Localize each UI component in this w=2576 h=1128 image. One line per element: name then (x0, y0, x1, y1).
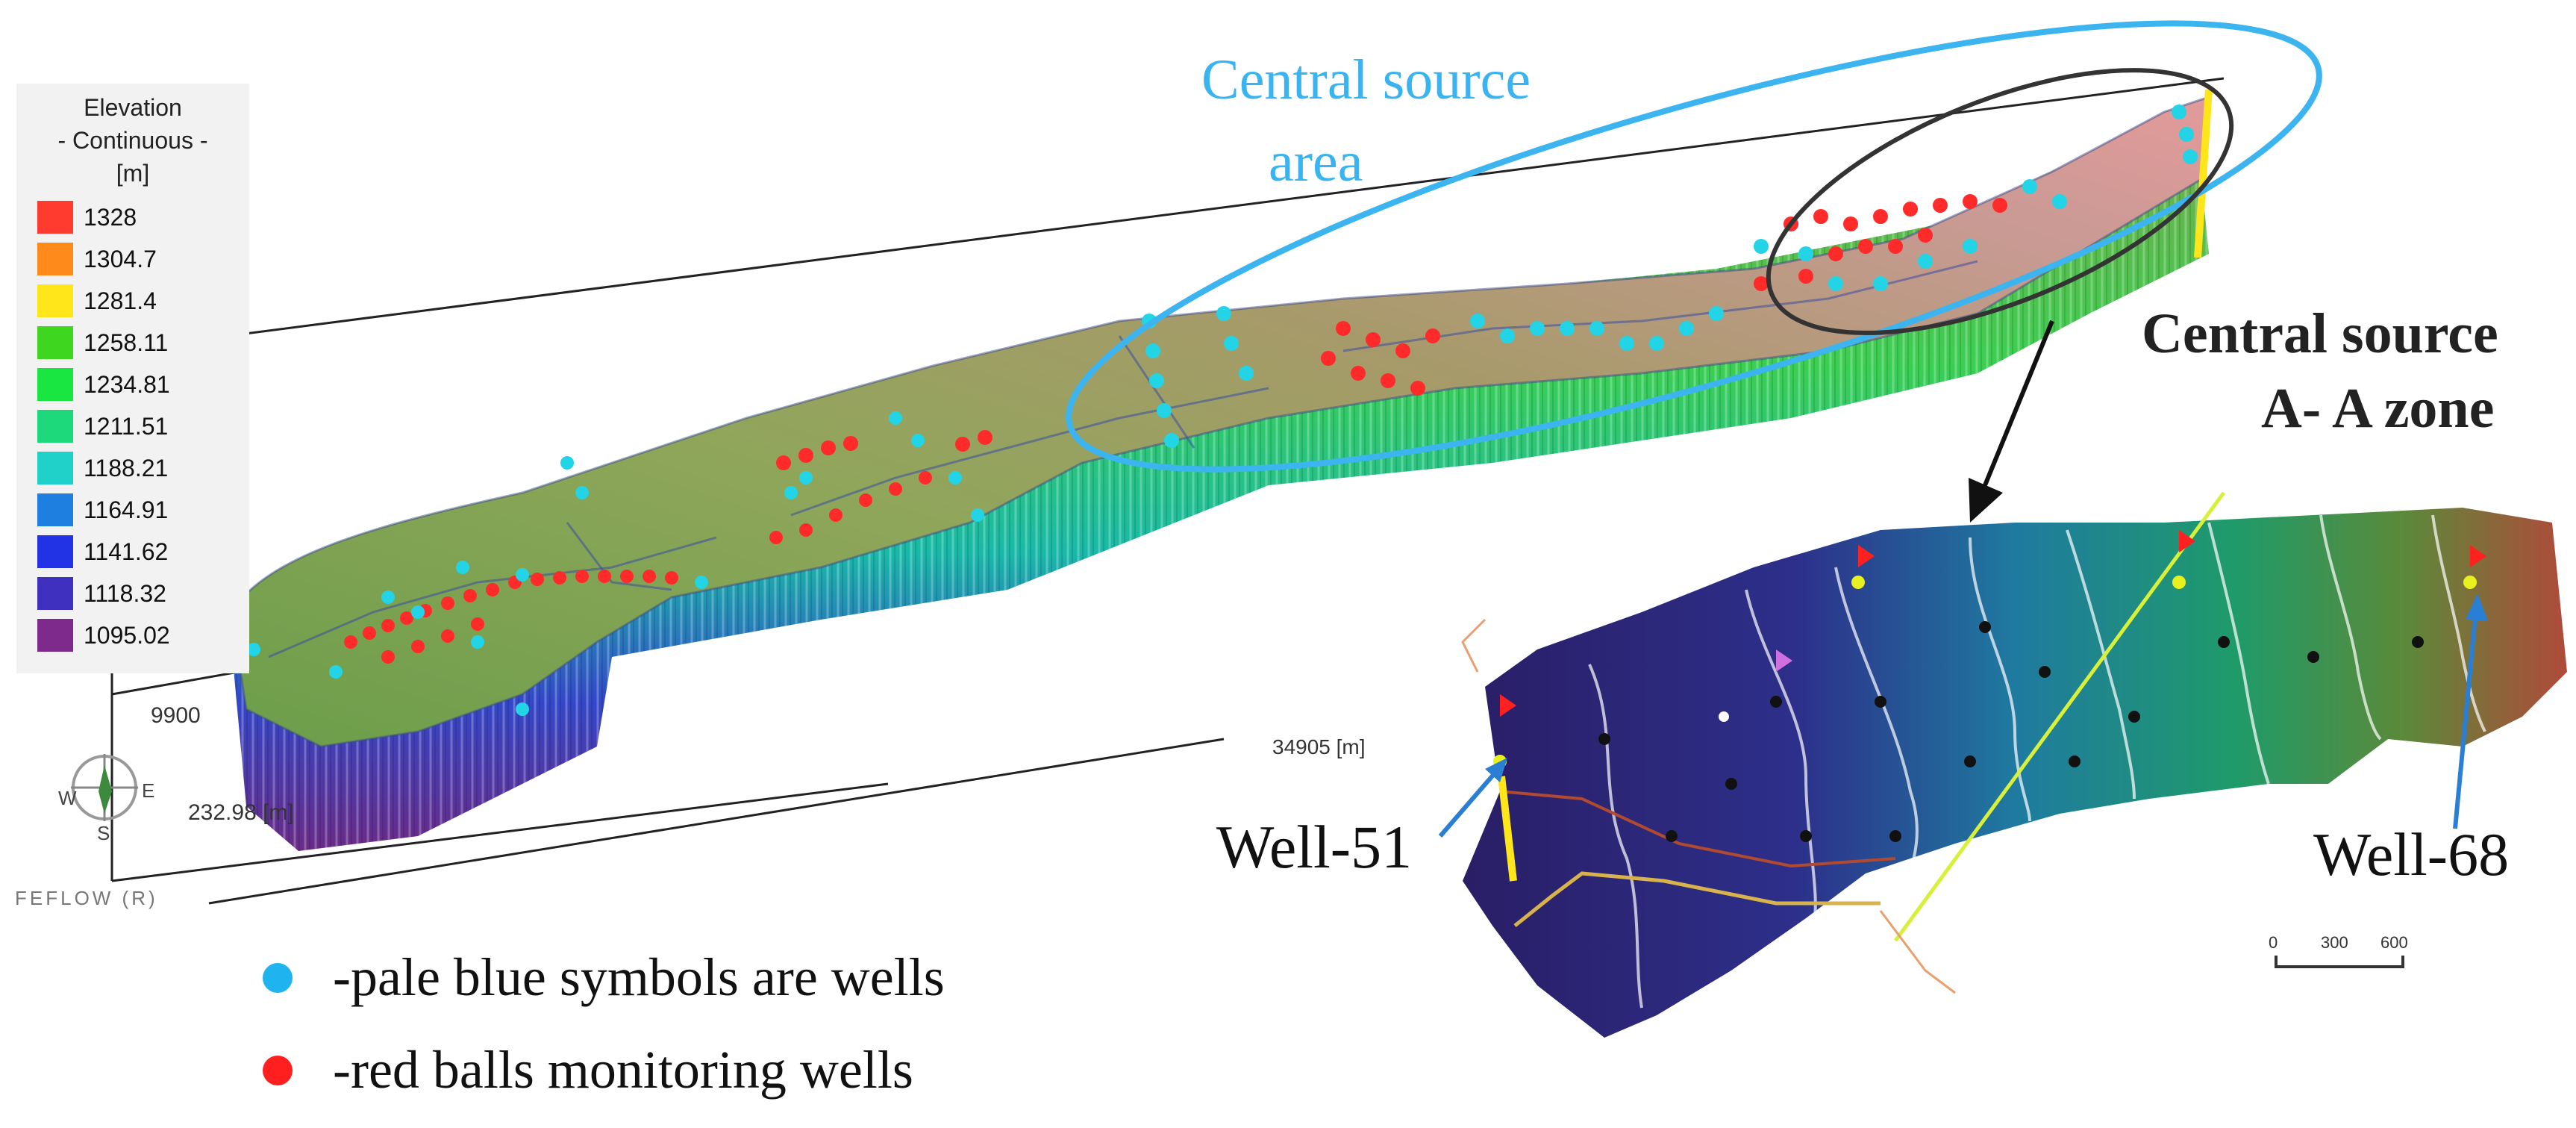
legend-unit: [m] (116, 160, 150, 187)
legend-entry: 1304.7 (37, 239, 157, 279)
legend-swatch (37, 619, 73, 652)
aa-zone-ellipse (1766, 68, 2234, 335)
annotation-central-source-area-l2: area (1269, 131, 1363, 193)
inset-well-dots (1598, 621, 2424, 842)
legend-swatch (37, 577, 73, 610)
key-monitoring-dot (263, 1055, 293, 1085)
well-51-arrow (1438, 758, 1507, 838)
legend-swatch (37, 410, 73, 443)
legend-swatch (37, 368, 73, 401)
legend-entry: 1141.62 (37, 532, 168, 572)
legend-value: 1164.91 (84, 496, 169, 523)
model-coord-left-bottom: 232.98 [m] (188, 800, 294, 825)
annotation-aa-zone-l2: A- A zone (2261, 377, 2494, 440)
inset-profile-lines (1461, 618, 1956, 994)
inset-coord-label: 34905 [m] (1272, 735, 1366, 758)
central-source-area-ellipse (1066, 20, 2322, 473)
inset-contour-lines (1588, 514, 2486, 1009)
compass-s-label: S (97, 822, 110, 844)
inset-white-dot (1719, 711, 1729, 722)
legend-swatch (37, 452, 73, 484)
legend-value: 1234.81 (84, 370, 170, 398)
zoom-arrow (1969, 320, 2054, 523)
legend-value: 1328 (84, 203, 137, 231)
annotation-aa-zone-l1: Central source (2142, 302, 2498, 365)
software-label: FEFLOW (R) (15, 887, 158, 909)
scale-tick-600: 600 (2380, 933, 2408, 952)
compass-icon (71, 754, 138, 821)
annotation-central-source-area-l1: Central source (1201, 49, 1531, 111)
legend-entry: 1281.4 (37, 281, 157, 321)
inset-scale-bar (2275, 956, 2404, 968)
key-monitoring: -red balls monitoring wells (263, 1039, 913, 1101)
legend-entry: 1211.51 (37, 406, 168, 446)
legend-entry: 1234.81 (37, 364, 170, 405)
legend-value: 1211.51 (84, 412, 169, 440)
legend-swatch (37, 493, 73, 526)
production-wells-markers (247, 105, 2198, 716)
legend-value: 1258.11 (84, 328, 169, 356)
compass-w-label: W (58, 787, 77, 809)
legend-value: 1188.21 (84, 454, 169, 482)
legend-entry: 1095.02 (37, 615, 170, 655)
compass-e-label: E (142, 779, 154, 802)
legend-subtitle: - Continuous - (57, 127, 208, 154)
model-coord-left: 9900 (151, 703, 201, 728)
legend-entry: 1258.11 (37, 322, 168, 363)
legend-swatch (37, 201, 73, 234)
legend-entry: 1328 (37, 197, 137, 237)
inset-contour-map (1463, 508, 2567, 1038)
legend-entry: 1164.91 (37, 490, 168, 530)
monitoring-wells-markers (344, 194, 2007, 664)
key-wells: -pale blue symbols are wells (263, 947, 945, 1009)
legend-value: 1118.32 (84, 579, 166, 607)
model-end-boundary (2194, 89, 2213, 258)
well-68-label: Well-68 (2313, 820, 2509, 888)
legend-value: 1304.7 (84, 245, 157, 272)
inset-transect-line (1893, 491, 2226, 942)
scale-tick-300: 300 (2321, 933, 2348, 952)
well-51-label: Well-51 (1216, 813, 1412, 881)
legend-title: Elevation (84, 94, 182, 121)
legend-swatch (37, 243, 73, 275)
scale-tick-0: 0 (2269, 933, 2278, 952)
legend-value: 1281.4 (84, 287, 157, 314)
inset-flag-markers (1493, 530, 2486, 768)
elevation-legend: Elevation - Continuous - [m] 1328 1304.7 1… (16, 84, 249, 673)
legend-value: 1095.02 (84, 621, 170, 649)
legend-entry: 1118.32 (37, 573, 166, 614)
key-monitoring-text: -red balls monitoring wells (333, 1040, 913, 1100)
well-68-arrow (2453, 593, 2488, 829)
legend-swatch (37, 284, 73, 317)
key-wells-text: -pale blue symbols are wells (333, 947, 945, 1007)
model-top-surface (231, 97, 2209, 747)
legend-value: 1141.62 (84, 537, 169, 565)
legend-entry: 1188.21 (37, 448, 168, 488)
key-wells-dot (263, 962, 293, 993)
legend-swatch (37, 326, 73, 359)
inset-left-boundary (1498, 776, 1517, 882)
legend-swatch (37, 535, 73, 568)
